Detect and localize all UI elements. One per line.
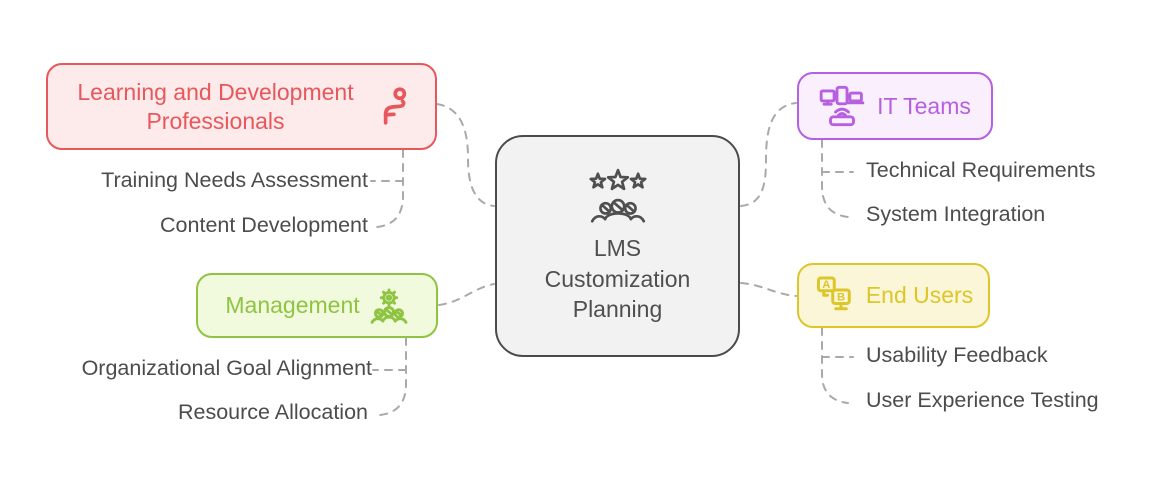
connector-lnd-to-center bbox=[436, 103, 495, 207]
connector-center-to-it bbox=[740, 102, 797, 207]
branch-node-learning-development[interactable]: Learning and Development Professionals bbox=[46, 63, 437, 150]
connector-center-to-endusers bbox=[740, 282, 797, 297]
leaf-resource-allocation[interactable]: Resource Allocation bbox=[177, 400, 368, 424]
connector-management-subtree bbox=[379, 337, 407, 416]
branch-label-learning-development: Learning and Development Professionals bbox=[77, 78, 354, 134]
team-gear-icon bbox=[369, 287, 409, 325]
branch-label-end-users: End Users bbox=[865, 282, 974, 309]
connector-management-to-center bbox=[438, 283, 495, 306]
leaf-user-experience-testing[interactable]: User Experience Testing bbox=[866, 388, 1099, 412]
leaf-usability-feedback[interactable]: Usability Feedback bbox=[866, 343, 1048, 367]
leaf-content-development[interactable]: Content Development bbox=[160, 213, 368, 237]
branch-label-it-teams: IT Teams bbox=[877, 92, 971, 119]
center-node-lms-customization-planning[interactable]: LMS Customization Planning bbox=[495, 135, 740, 357]
ab-testing-monitors-icon: A B bbox=[814, 275, 856, 317]
branch-node-management[interactable]: Management bbox=[196, 273, 438, 338]
leaf-system-integration[interactable]: System Integration bbox=[866, 202, 1046, 226]
devices-network-icon bbox=[819, 85, 865, 127]
gymnastics-person-icon bbox=[376, 86, 418, 128]
branch-node-it-teams[interactable]: IT Teams bbox=[797, 72, 993, 140]
center-node-label: LMS Customization Planning bbox=[544, 235, 691, 323]
leaf-organizational-goal-alignment[interactable]: Organizational Goal Alignment bbox=[81, 356, 372, 380]
branch-label-management: Management bbox=[225, 292, 360, 319]
leaf-technical-requirements[interactable]: Technical Requirements bbox=[866, 158, 1096, 182]
team-stars-icon bbox=[585, 167, 651, 227]
leaf-training-needs-assessment[interactable]: Training Needs Assessment bbox=[101, 168, 368, 192]
connector-it-subtree bbox=[821, 139, 849, 218]
connector-lnd-subtree bbox=[376, 149, 404, 228]
branch-node-end-users[interactable]: A B End Users bbox=[797, 263, 990, 328]
connector-endusers-subtree bbox=[821, 327, 849, 404]
svg-text:A: A bbox=[822, 279, 830, 291]
svg-text:B: B bbox=[837, 291, 845, 303]
